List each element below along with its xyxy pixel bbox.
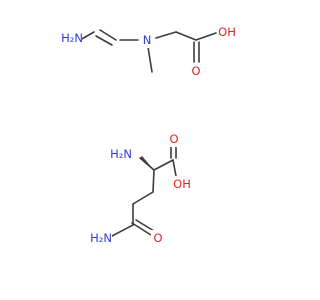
chemical-structure-canvas: H₂N N OH O H₂N O OH H₂N O — [60, 24, 237, 246]
bond-cdelta-nh2 — [111, 224, 134, 237]
atom-amide-o: O — [153, 231, 162, 245]
bond-c-oh — [195, 32, 217, 41]
bond-amine-methyl — [147, 46, 153, 73]
bond-nh2-n — [79, 31, 95, 41]
bond-calpha-c — [153, 159, 174, 171]
atom-acid-o-1: O — [191, 64, 200, 78]
atom-hydrazine-nh2: H₂N — [61, 31, 83, 45]
atom-amino-nh2: H₂N — [110, 147, 132, 161]
atom-acid-o-2: O — [169, 132, 178, 146]
bond-calpha-cbeta — [152, 169, 155, 193]
atom-acid-oh-2: OH — [173, 177, 191, 191]
atom-acid-oh-1: OH — [218, 25, 236, 39]
bond-n-n-upper — [99, 29, 117, 41]
bond-n-n-lower — [95, 35, 113, 46]
bond-cdelta-o-a — [131, 222, 152, 236]
atom-amide-nh2: H₂N — [90, 231, 112, 245]
molecule-2-glutamine: H₂N O OH H₂N O — [90, 131, 192, 246]
bond-cbeta-cgamma — [132, 191, 154, 205]
atom-amine-n: N — [143, 33, 152, 47]
bond-c-oh-2 — [172, 159, 177, 177]
bond-cdelta-o-b — [135, 219, 155, 232]
bond-ch2-c — [175, 31, 197, 41]
bond-wedge-calpha-h — [140, 156, 154, 170]
molecule-1-hydrazonomethyl-sarcosine: H₂N N OH O — [60, 24, 237, 79]
bond-amine-ch2 — [155, 31, 177, 39]
